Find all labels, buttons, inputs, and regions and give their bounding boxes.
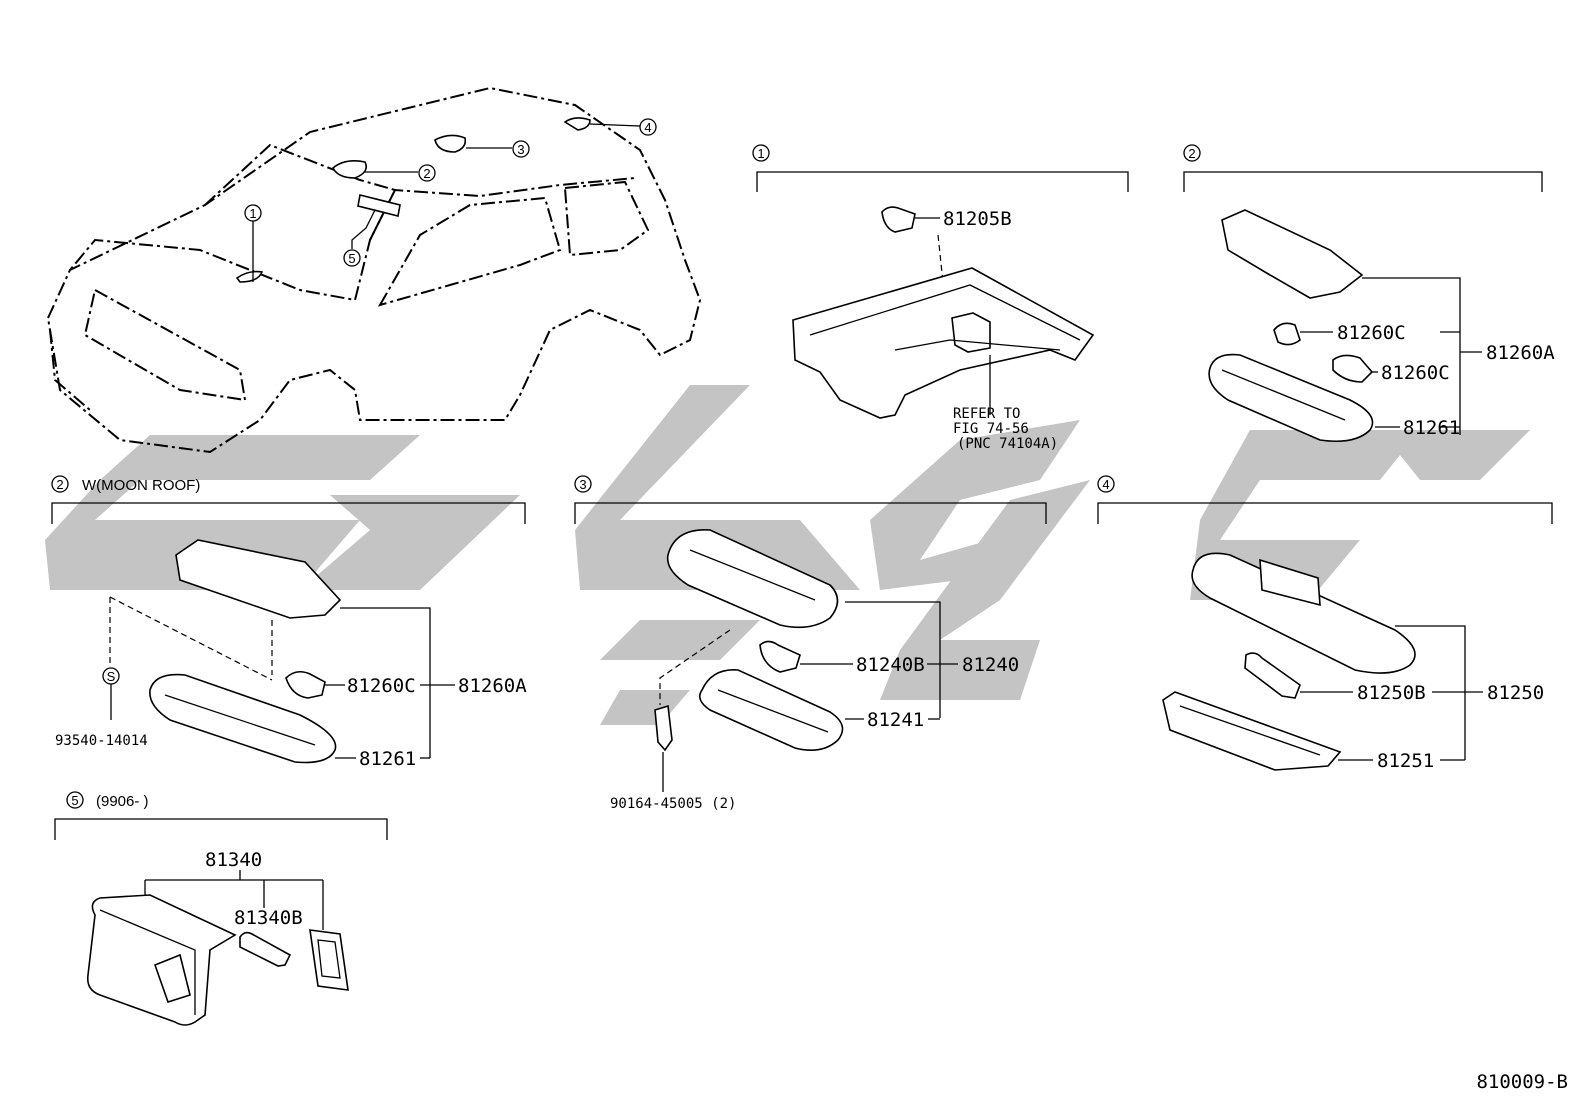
vehicle-callout-4: 4 <box>639 118 657 136</box>
label-81205B: 81205B <box>943 208 1012 230</box>
section-3: 3 81240B 81240 90164-45005 (2) 81241 <box>574 475 1047 812</box>
section-1-callout: 1 <box>757 146 764 161</box>
watermark-logo <box>45 385 1530 725</box>
vehicle-callout-5: 5 <box>343 249 361 267</box>
label-81240B: 81240B <box>856 654 925 676</box>
label-81251: 81251 <box>1377 750 1434 772</box>
vehicle-callout-2: 2 <box>418 164 436 182</box>
refer-line-3: (PNC 74104A) <box>957 436 1058 452</box>
section-2w-callout: 2 <box>56 477 63 492</box>
label-81260C-lower: 81260C <box>1381 362 1450 384</box>
vehicle-outline: 1 2 3 4 5 <box>46 86 702 454</box>
section-2-moonroof: 2 W(MOON ROOF) 81260C 81260A S 93540-140… <box>51 475 527 770</box>
section-2: 2 81260C 81260C 81260A 81261 <box>1183 144 1555 443</box>
label-moonroof-81260A: 81260A <box>458 675 527 697</box>
section-5: 5 (9906- ) 81340 81340B <box>54 791 388 1026</box>
label-81240: 81240 <box>962 654 1019 676</box>
figure-code: 810009-B <box>1476 1071 1568 1093</box>
section-5-callout: 5 <box>71 793 78 808</box>
svg-text:2: 2 <box>423 166 430 181</box>
label-81261: 81261 <box>1403 417 1460 439</box>
label-90164-45005: 90164-45005 (2) <box>610 796 736 812</box>
label-81340B: 81340B <box>234 907 303 929</box>
label-moonroof-81261: 81261 <box>359 748 416 770</box>
label-93540-14014: 93540-14014 <box>55 733 148 749</box>
label-81250: 81250 <box>1487 682 1544 704</box>
refer-line-2: FIG 74-56 <box>953 421 1029 437</box>
label-81260C-upper: 81260C <box>1337 322 1406 344</box>
vehicle-callout-1: 1 <box>244 204 262 222</box>
svg-text:4: 4 <box>644 120 651 135</box>
label-moonroof-81260C: 81260C <box>347 675 416 697</box>
section-3-callout: 3 <box>579 477 586 492</box>
section-4: 4 81250B 81250 81251 <box>1097 475 1553 772</box>
screw-mark-S: S <box>107 669 116 684</box>
section-2-callout: 2 <box>1188 146 1195 161</box>
section-5-title: (9906- ) <box>96 793 149 810</box>
svg-text:5: 5 <box>348 251 355 266</box>
label-81260A: 81260A <box>1486 342 1555 364</box>
section-1: 1 81205B REFER TO FIG 74-56 (PNC 74104A) <box>752 144 1129 452</box>
refer-line-1: REFER TO <box>953 406 1020 422</box>
label-81340: 81340 <box>205 849 262 871</box>
svg-text:3: 3 <box>517 142 524 157</box>
svg-text:1: 1 <box>249 206 256 221</box>
label-81241: 81241 <box>867 709 924 731</box>
section-4-callout: 4 <box>1102 477 1109 492</box>
vehicle-callout-3: 3 <box>512 140 530 158</box>
label-81250B: 81250B <box>1357 682 1426 704</box>
section-2w-title: W(MOON ROOF) <box>82 477 200 494</box>
